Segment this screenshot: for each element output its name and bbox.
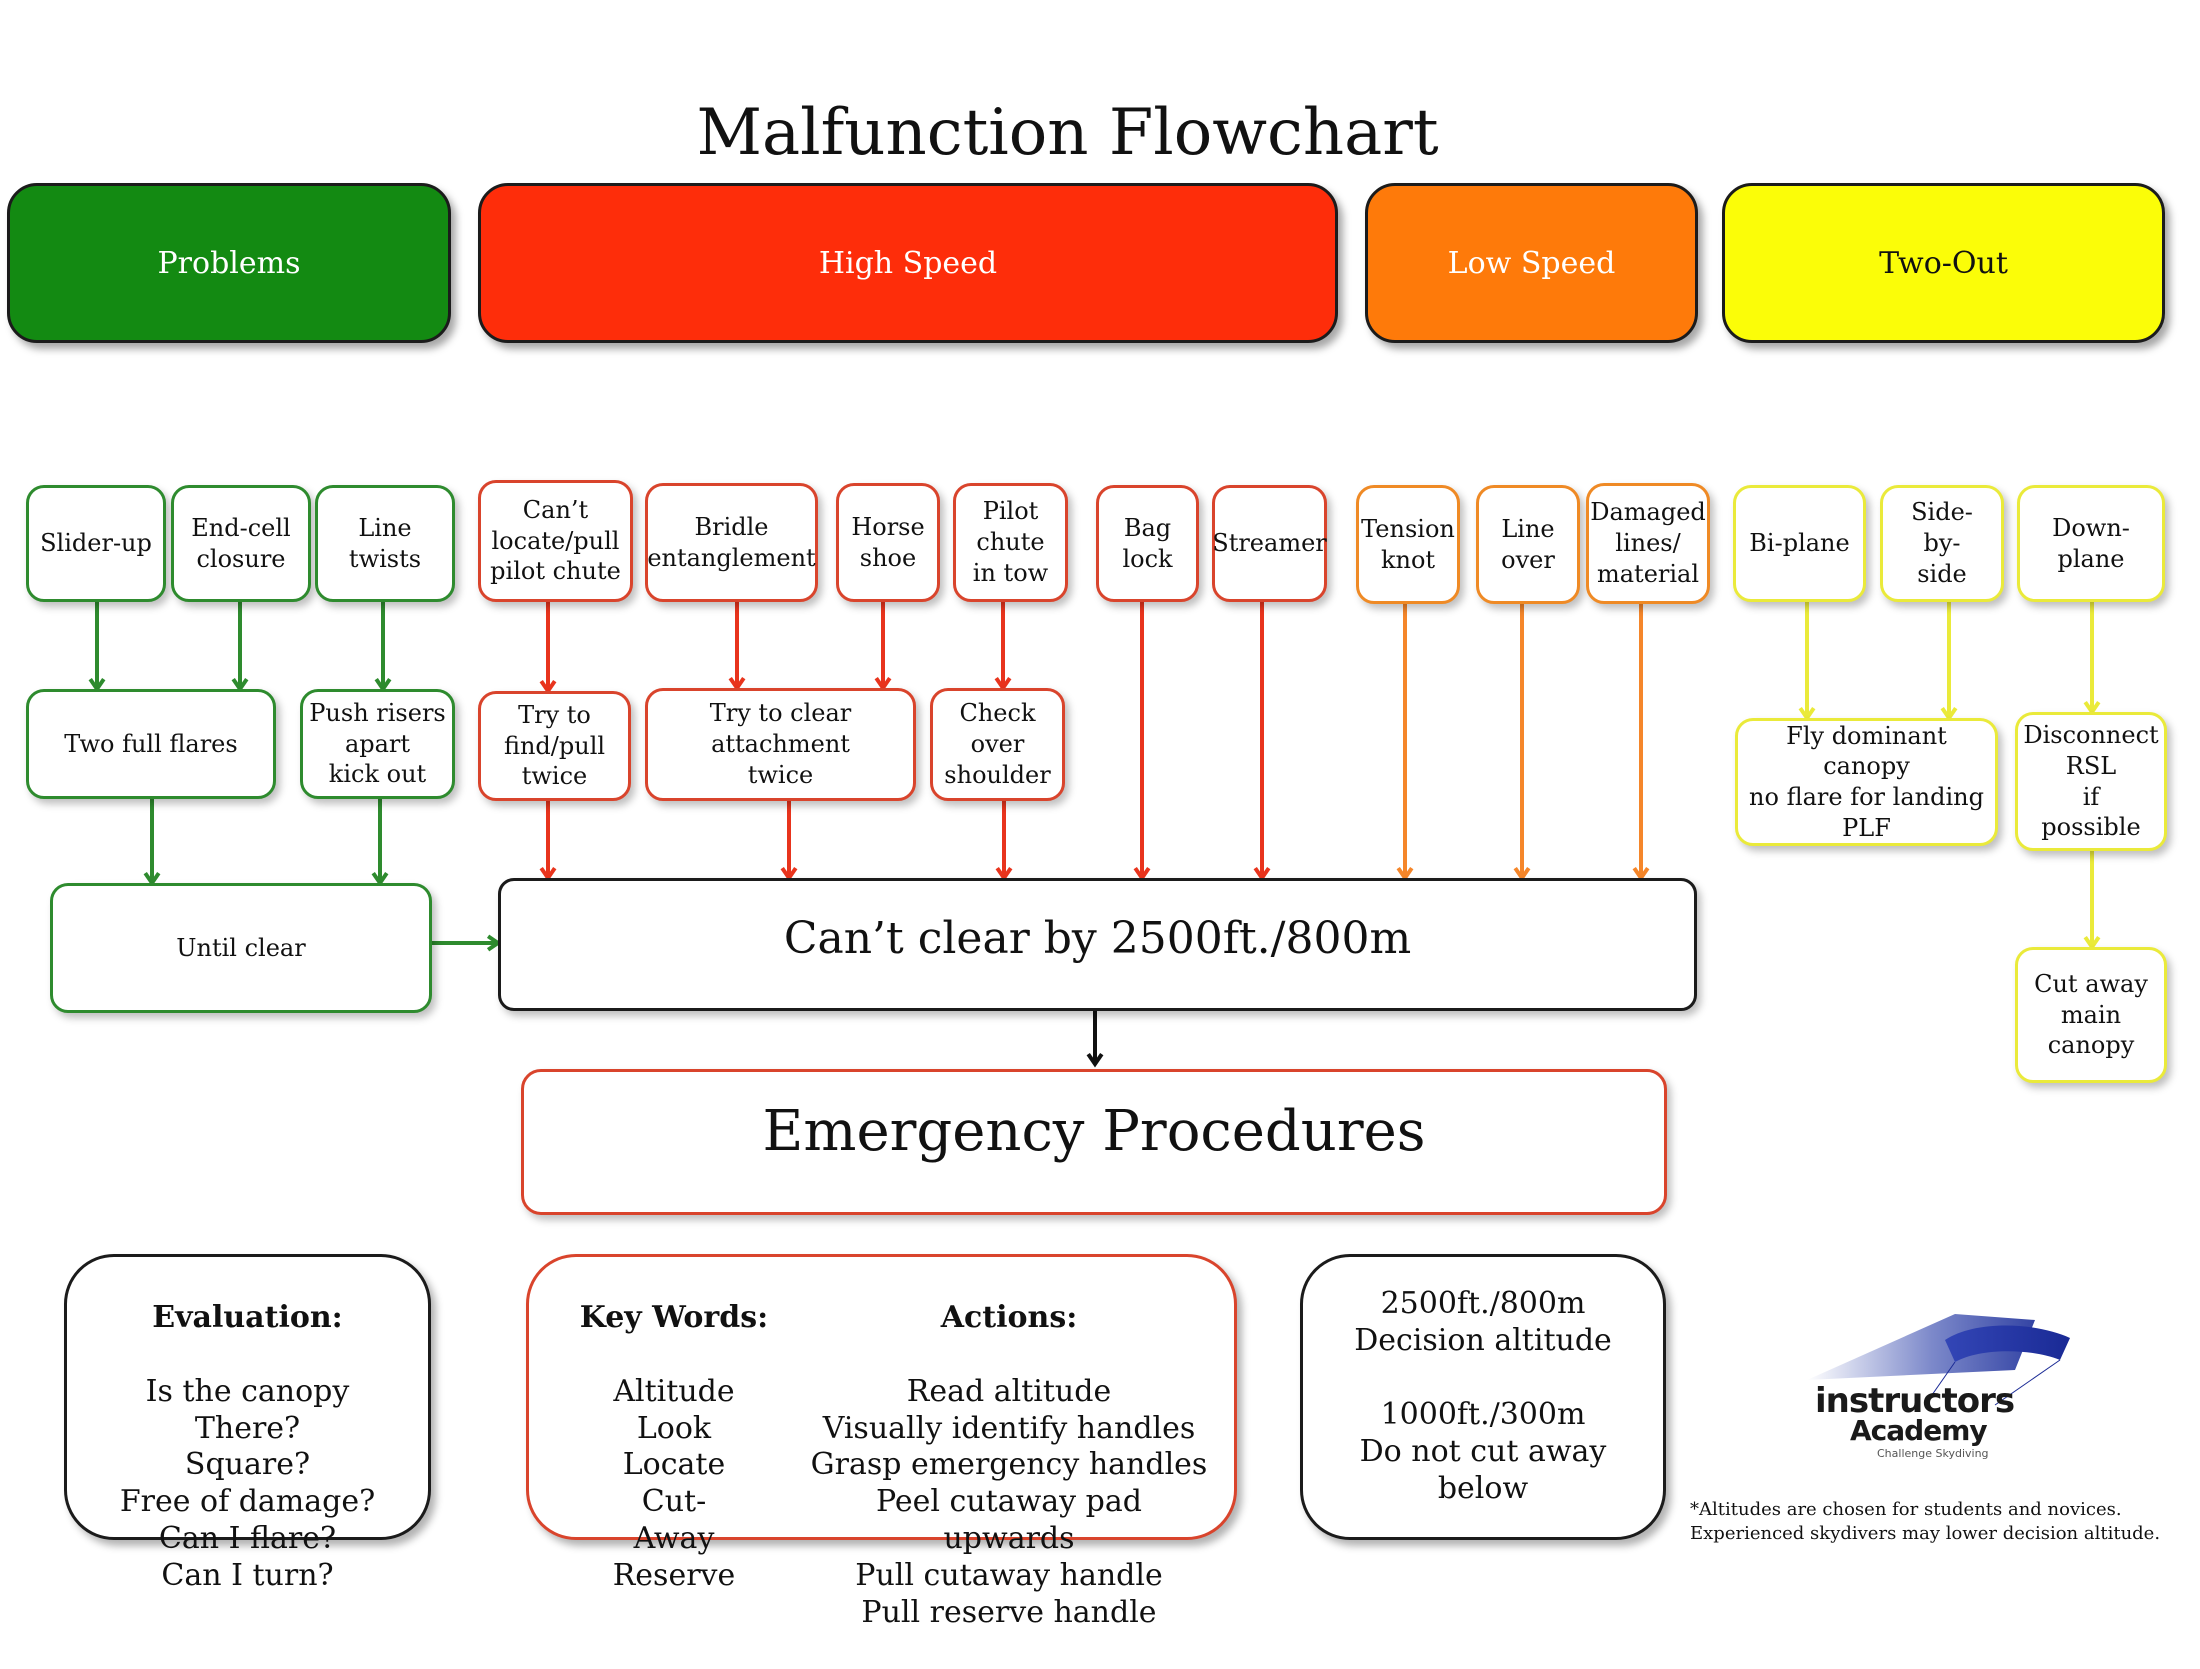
header-low-speed: Low Speed <box>1365 183 1698 343</box>
node-cant-clear: Can’t clear by 2500ft./800m <box>498 878 1697 1011</box>
node-downplane: Down- plane <box>2017 485 2165 602</box>
node-emergency-procedures: Emergency Procedures <box>521 1069 1667 1215</box>
node-two-full-flares: Two full flares <box>26 689 276 799</box>
node-push-risers: Push risers apart kick out <box>300 689 455 799</box>
arrow-disconnect-rsl <box>2083 851 2101 951</box>
arrow-tension-knot <box>1396 604 1414 882</box>
arrow-slider-up <box>88 602 106 693</box>
node-end-cell-closure: End-cell closure <box>171 485 311 602</box>
svg-text:instructors: instructors <box>1815 1381 2014 1421</box>
header-two-out: Two-Out <box>1722 183 2165 343</box>
evaluation-box: Evaluation: Is the canopy There? Square?… <box>64 1254 431 1593</box>
arrow-bridle <box>728 602 746 692</box>
arrow-side-by-side <box>1940 602 1958 722</box>
node-bag-lock: Bag lock <box>1096 485 1199 602</box>
node-horse-shoe: Horse shoe <box>836 483 940 602</box>
key-words-heading: Key Words: <box>579 1299 769 1335</box>
parachute-icon: instructors Academy Challenge Skydiving <box>1807 1314 2070 1460</box>
arrow-end-cell <box>231 602 249 693</box>
node-side-by-side: Side- by- side <box>1880 485 2004 602</box>
node-disconnect-rsl: Disconnect RSL if possible <box>2015 712 2167 851</box>
key-words-lines: Altitude Look Locate Cut- Away Reserve <box>612 1373 736 1594</box>
arrow-biplane <box>1798 602 1816 722</box>
node-cut-away-main: Cut away main canopy <box>2015 947 2167 1083</box>
node-try-clear-attachment: Try to clear attachment twice <box>645 688 916 801</box>
node-fly-dominant-canopy: Fly dominant canopy no flare for landing… <box>1735 718 1998 846</box>
footnote: *Altitudes are chosen for students and n… <box>1690 1499 2161 1545</box>
instructors-academy-logo: instructors Academy Challenge Skydiving <box>1805 1300 2085 1470</box>
node-damaged-lines: Damaged lines/ material <box>1586 483 1710 604</box>
arrow-try-clear <box>780 801 798 882</box>
evaluation-heading: Evaluation: <box>152 1299 343 1335</box>
arrow-until-clear <box>432 934 502 952</box>
node-until-clear: Until clear <box>50 883 432 1013</box>
node-line-over: Line over <box>1476 485 1580 604</box>
arrow-damaged <box>1632 604 1650 882</box>
arrow-pilot-chute <box>994 602 1012 692</box>
node-line-twists: Line twists <box>315 485 455 602</box>
header-problems: Problems <box>7 183 451 343</box>
arrow-streamer <box>1253 602 1271 882</box>
arrow-bag-lock <box>1133 602 1151 882</box>
node-cant-locate-pilot-chute: Can’t locate/pull pilot chute <box>478 480 633 602</box>
header-high-speed: High Speed <box>478 183 1338 343</box>
arrow-cant-locate <box>539 602 557 695</box>
svg-text:Challenge Skydiving: Challenge Skydiving <box>1877 1447 1989 1460</box>
arrow-downplane <box>2083 602 2101 716</box>
node-tension-knot: Tension knot <box>1356 485 1460 604</box>
altitudes-box: 2500ft./800m Decision altitude 1000ft./3… <box>1300 1254 1666 1540</box>
svg-text:Academy: Academy <box>1850 1414 1987 1447</box>
key-words-box: Key Words: Altitude Look Locate Cut- Awa… <box>526 1254 1237 1630</box>
node-biplane: Bi-plane <box>1733 485 1866 602</box>
page-title: Malfunction Flowchart <box>696 96 1439 170</box>
arrow-try-find <box>539 801 557 882</box>
arrow-two-flares <box>143 799 161 887</box>
key-words-column: Key Words: Altitude Look Locate Cut- Awa… <box>569 1263 779 1632</box>
arrow-line-over <box>1513 604 1531 882</box>
node-slider-up: Slider-up <box>26 485 166 602</box>
arrow-push-risers <box>371 799 389 887</box>
node-pilot-chute-in-tow: Pilot chute in tow <box>953 483 1068 602</box>
arrow-line-twists <box>374 602 392 693</box>
node-bridle-entanglement: Bridle entanglement <box>645 483 818 602</box>
arrow-cant-clear <box>1086 1011 1104 1068</box>
node-streamer: Streamer <box>1212 485 1327 602</box>
node-try-find-pull-twice: Try to find/pull twice <box>478 691 631 801</box>
actions-lines: Read altitude Visually identify handles … <box>810 1373 1208 1631</box>
arrow-check-shoulder <box>995 801 1013 882</box>
evaluation-lines: Is the canopy There? Square? Free of dam… <box>119 1373 376 1594</box>
arrow-horse-shoe <box>874 602 892 692</box>
actions-heading: Actions: <box>940 1299 1078 1335</box>
node-check-over-shoulder: Check over shoulder <box>930 688 1065 801</box>
actions-column: Actions: Read altitude Visually identify… <box>809 1263 1209 1669</box>
